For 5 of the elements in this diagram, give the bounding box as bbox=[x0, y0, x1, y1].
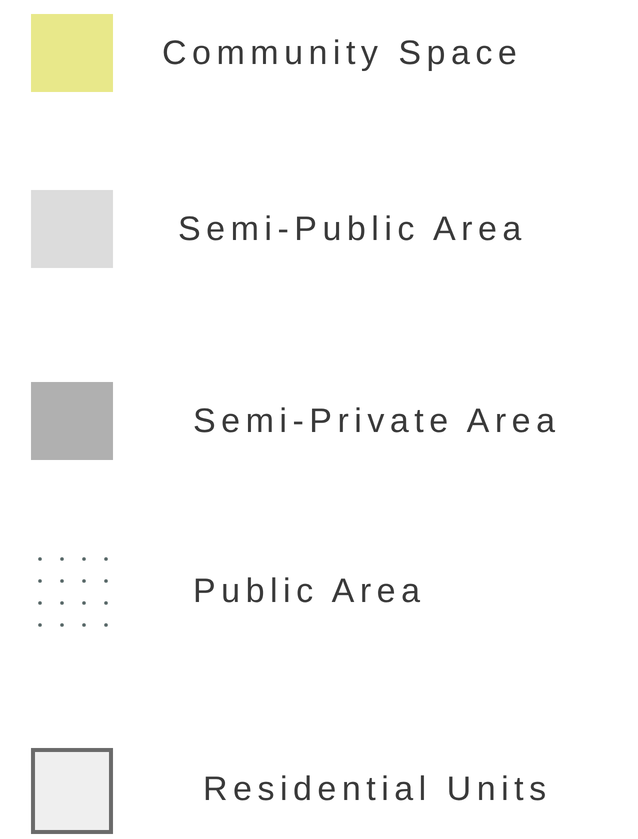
legend-label: Community Space bbox=[162, 33, 522, 73]
legend-label: Residential Units bbox=[203, 769, 552, 809]
legend-label: Semi-Public Area bbox=[178, 209, 527, 249]
legend-label: Semi-Private Area bbox=[193, 401, 560, 441]
legend-label: Public Area bbox=[193, 571, 426, 611]
